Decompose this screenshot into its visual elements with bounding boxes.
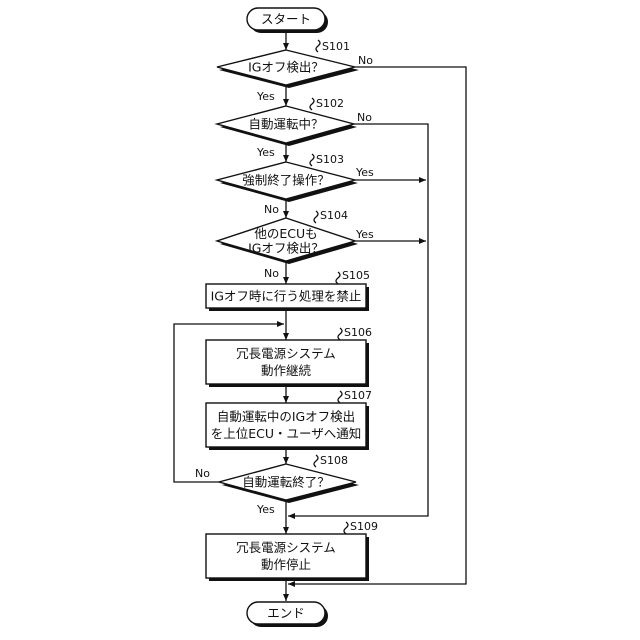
s101-text: IGオフ検出？ xyxy=(248,60,324,75)
decision-s104: 他のECUも IGオフ検出？ S104 xyxy=(217,209,358,264)
s109-leader xyxy=(344,522,348,534)
s102-step-id: S102 xyxy=(316,97,344,110)
s104-no-label: No xyxy=(264,267,279,280)
s107-text-line1: 自動運転中のIGオフ検出 xyxy=(217,409,355,424)
process-s105: IGオフ時に行う処理を禁止 S105 xyxy=(206,269,370,311)
s102-leader xyxy=(310,98,314,110)
process-s107: 自動運転中のIGオフ検出 を上位ECU・ユーザへ通知 S107 xyxy=(206,389,372,450)
s104-text-line1: 他のECUも xyxy=(254,226,317,241)
s107-leader xyxy=(338,391,342,403)
s104-leader xyxy=(314,211,318,223)
s107-text-line2: を上位ECU・ユーザへ通知 xyxy=(211,426,362,441)
s105-text: IGオフ時に行う処理を禁止 xyxy=(211,289,362,304)
s106-text-line2: 動作継続 xyxy=(261,363,312,378)
process-s109: 冗長電源システム 動作停止 S109 xyxy=(206,520,378,581)
s103-step-id: S103 xyxy=(316,153,344,166)
s108-step-id: S108 xyxy=(320,454,348,467)
s104-text-line2: IGオフ検出？ xyxy=(248,241,324,256)
s102-yes-label: Yes xyxy=(256,146,275,159)
s103-leader xyxy=(310,154,314,166)
s101-step-id: S101 xyxy=(322,40,350,53)
decision-s101: IGオフ検出？ S101 xyxy=(217,40,359,88)
s103-no-label: No xyxy=(264,203,279,216)
s103-yes-label: Yes xyxy=(355,166,374,179)
arrow-s101-no-to-end xyxy=(288,67,466,584)
start-terminal: スタート xyxy=(247,8,328,33)
end-label: エンド xyxy=(267,606,305,621)
s108-text: 自動運転終了？ xyxy=(242,475,330,490)
s106-text-line1: 冗長電源システム xyxy=(236,346,336,361)
end-terminal: エンド xyxy=(247,602,328,627)
s103-text: 強制終了操作？ xyxy=(242,173,330,188)
s101-leader xyxy=(316,40,320,52)
s109-step-id: S109 xyxy=(350,520,378,533)
s106-step-id: S106 xyxy=(344,326,372,339)
s107-step-id: S107 xyxy=(344,389,372,402)
s109-text-line2: 動作停止 xyxy=(261,557,311,572)
s102-no-label: No xyxy=(357,111,372,124)
s101-no-label: No xyxy=(358,54,373,67)
decision-s103: 強制終了操作？ S103 xyxy=(217,153,358,202)
s101-yes-label: Yes xyxy=(256,90,275,103)
s104-yes-label: Yes xyxy=(355,228,374,241)
s108-no-label: No xyxy=(195,467,210,480)
s105-step-id: S105 xyxy=(342,269,370,282)
decision-s102: 自動運転中？ S102 xyxy=(217,97,357,146)
s102-text: 自動運転中？ xyxy=(248,117,323,132)
start-label: スタート xyxy=(261,12,311,27)
s109-text-line1: 冗長電源システム xyxy=(236,540,336,555)
s108-yes-label: Yes xyxy=(256,503,275,516)
s108-leader xyxy=(314,455,318,467)
s105-leader xyxy=(336,272,340,284)
process-s106: 冗長電源システム 動作継続 S106 xyxy=(206,326,372,387)
s104-step-id: S104 xyxy=(320,209,348,222)
s106-leader xyxy=(338,328,342,340)
decision-s108: 自動運転終了？ S108 xyxy=(219,454,359,503)
